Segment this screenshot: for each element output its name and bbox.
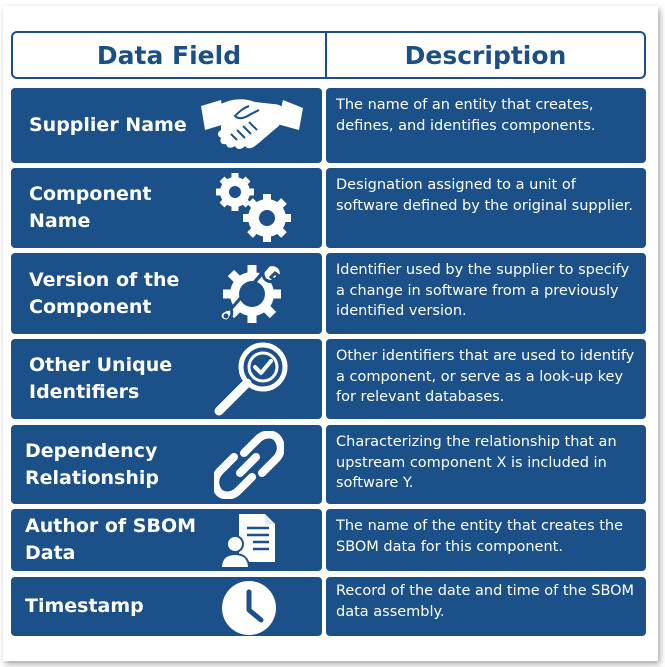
wrench-gear-icon: [218, 263, 283, 323]
field-cell: Dependency Relationship: [11, 425, 322, 504]
field-label: Supplier Name: [29, 114, 187, 136]
table-row: Dependency Relationship Characterizing t…: [11, 425, 646, 504]
handshake-icon: [201, 99, 303, 149]
description-text: Identifier used by the supplier to speci…: [336, 262, 630, 319]
description-text: Characterizing the relationship that an …: [336, 434, 617, 491]
description-text: Record of the date and time of the SBOM …: [336, 583, 635, 620]
field-cell: Author of SBOM Data: [11, 509, 322, 571]
field-label: Timestamp: [25, 595, 144, 617]
field-label: Version of the Component: [29, 268, 180, 318]
table-row: Component Name: [11, 168, 646, 248]
description-cell: Record of the date and time of the SBOM …: [326, 577, 646, 636]
field-cell: Version of the Component: [11, 253, 322, 334]
description-text: Designation assigned to a unit of softwa…: [336, 177, 634, 214]
description-cell: The name of an entity that creates, defi…: [326, 88, 646, 163]
table-row: Supplier Name The name of an entity that…: [11, 88, 646, 163]
header-description: Description: [404, 40, 567, 70]
description-cell: Designation assigned to a unit of softwa…: [326, 168, 646, 248]
table-row: Version of the Component Identifier used…: [11, 253, 646, 334]
description-cell: Characterizing the relationship that an …: [326, 425, 646, 504]
field-cell: Timestamp: [11, 577, 322, 636]
field-label: Author of SBOM Data: [25, 515, 197, 564]
field-label: Other Unique Identifiers: [29, 354, 173, 403]
description-text: The name of the entity that creates the …: [336, 518, 624, 555]
magnifier-check-icon: [214, 342, 288, 416]
chain-link-icon: [214, 431, 284, 499]
description-cell: Other identifiers that are used to ident…: [326, 339, 646, 419]
description-cell: The name of the entity that creates the …: [326, 509, 646, 571]
field-label: Component Name: [29, 183, 152, 232]
table-row: Author of SBOM Data The name of the enti…: [11, 509, 646, 571]
description-cell: Identifier used by the supplier to speci…: [326, 253, 646, 334]
description-text: Other identifiers that are used to ident…: [336, 348, 635, 405]
field-cell: Component Name: [11, 168, 322, 248]
table-row: Other Unique Identifiers Other identifie…: [11, 339, 646, 419]
table-header: Data Field Description: [11, 31, 646, 79]
description-text: The name of an entity that creates, defi…: [336, 97, 596, 134]
clock-icon: [222, 581, 276, 635]
table-row: Timestamp Record of the date and time of…: [11, 577, 646, 636]
field-label: Dependency Relationship: [25, 439, 159, 489]
field-cell: Supplier Name: [11, 88, 322, 163]
gears-icon: [216, 173, 291, 242]
field-cell: Other Unique Identifiers: [11, 339, 322, 419]
header-data-field: Data Field: [13, 33, 327, 77]
document-author-icon: [219, 514, 275, 569]
